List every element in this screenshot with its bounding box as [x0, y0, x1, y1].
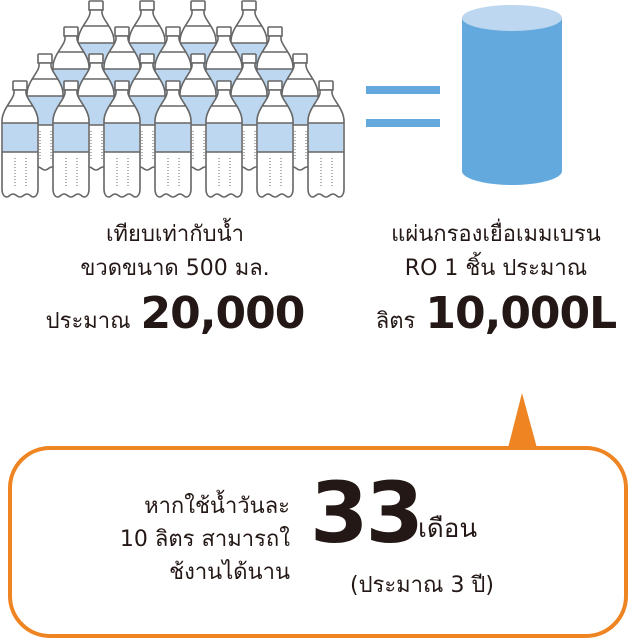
bottle-caption-line1: เทียบเท่ากับน้ำ	[106, 222, 244, 247]
usage-line2: 10 ลิตร สามารถใ	[119, 527, 290, 552]
equals-bar-top	[366, 86, 440, 94]
bottle-caption-line2: ขวดขนาด 500 มล.	[80, 256, 270, 281]
bottle-count-row: ประมาณ 20,000	[30, 288, 320, 340]
membrane-capacity-value: 10,000L	[425, 288, 617, 339]
water-bottles-icon	[1, 0, 345, 198]
lifespan-approx-years: (ประมาณ 3 ปี)	[350, 573, 494, 598]
membrane-capacity-row: ลิตร 10,000L	[356, 288, 636, 340]
bottle-equivalent-caption: เทียบเท่ากับน้ำ ขวดขนาด 500 มล. ประมาณ 2…	[30, 218, 320, 340]
liter-label: ลิตร	[375, 309, 416, 334]
ro-membrane-cylinder-icon	[462, 5, 562, 185]
usage-condition-text: หากใช้น้ำวันละ 10 ลิตร สามารถใ ช้งานได้น…	[70, 490, 290, 589]
lifespan-value: 33	[310, 464, 424, 562]
equals-bar-bottom	[366, 119, 440, 127]
membrane-capacity-caption: แผ่นกรองเยื่อเมมเบรน RO 1 ชิ้น ประมาณ ลิ…	[356, 218, 636, 340]
membrane-caption-line2: RO 1 ชิ้น ประมาณ	[404, 256, 588, 281]
lifespan-unit: เดือน	[418, 514, 478, 544]
usage-line1: หากใช้น้ำวันละ	[144, 494, 290, 519]
approx-label: ประมาณ	[45, 309, 131, 334]
bottle-count-value: 20,000	[140, 288, 306, 339]
equals-icon	[366, 86, 440, 128]
speech-bubble-callout	[8, 393, 628, 638]
usage-line3: ช้งานได้นาน	[169, 560, 290, 585]
membrane-caption-line1: แผ่นกรองเยื่อเมมเบรน	[391, 222, 601, 247]
